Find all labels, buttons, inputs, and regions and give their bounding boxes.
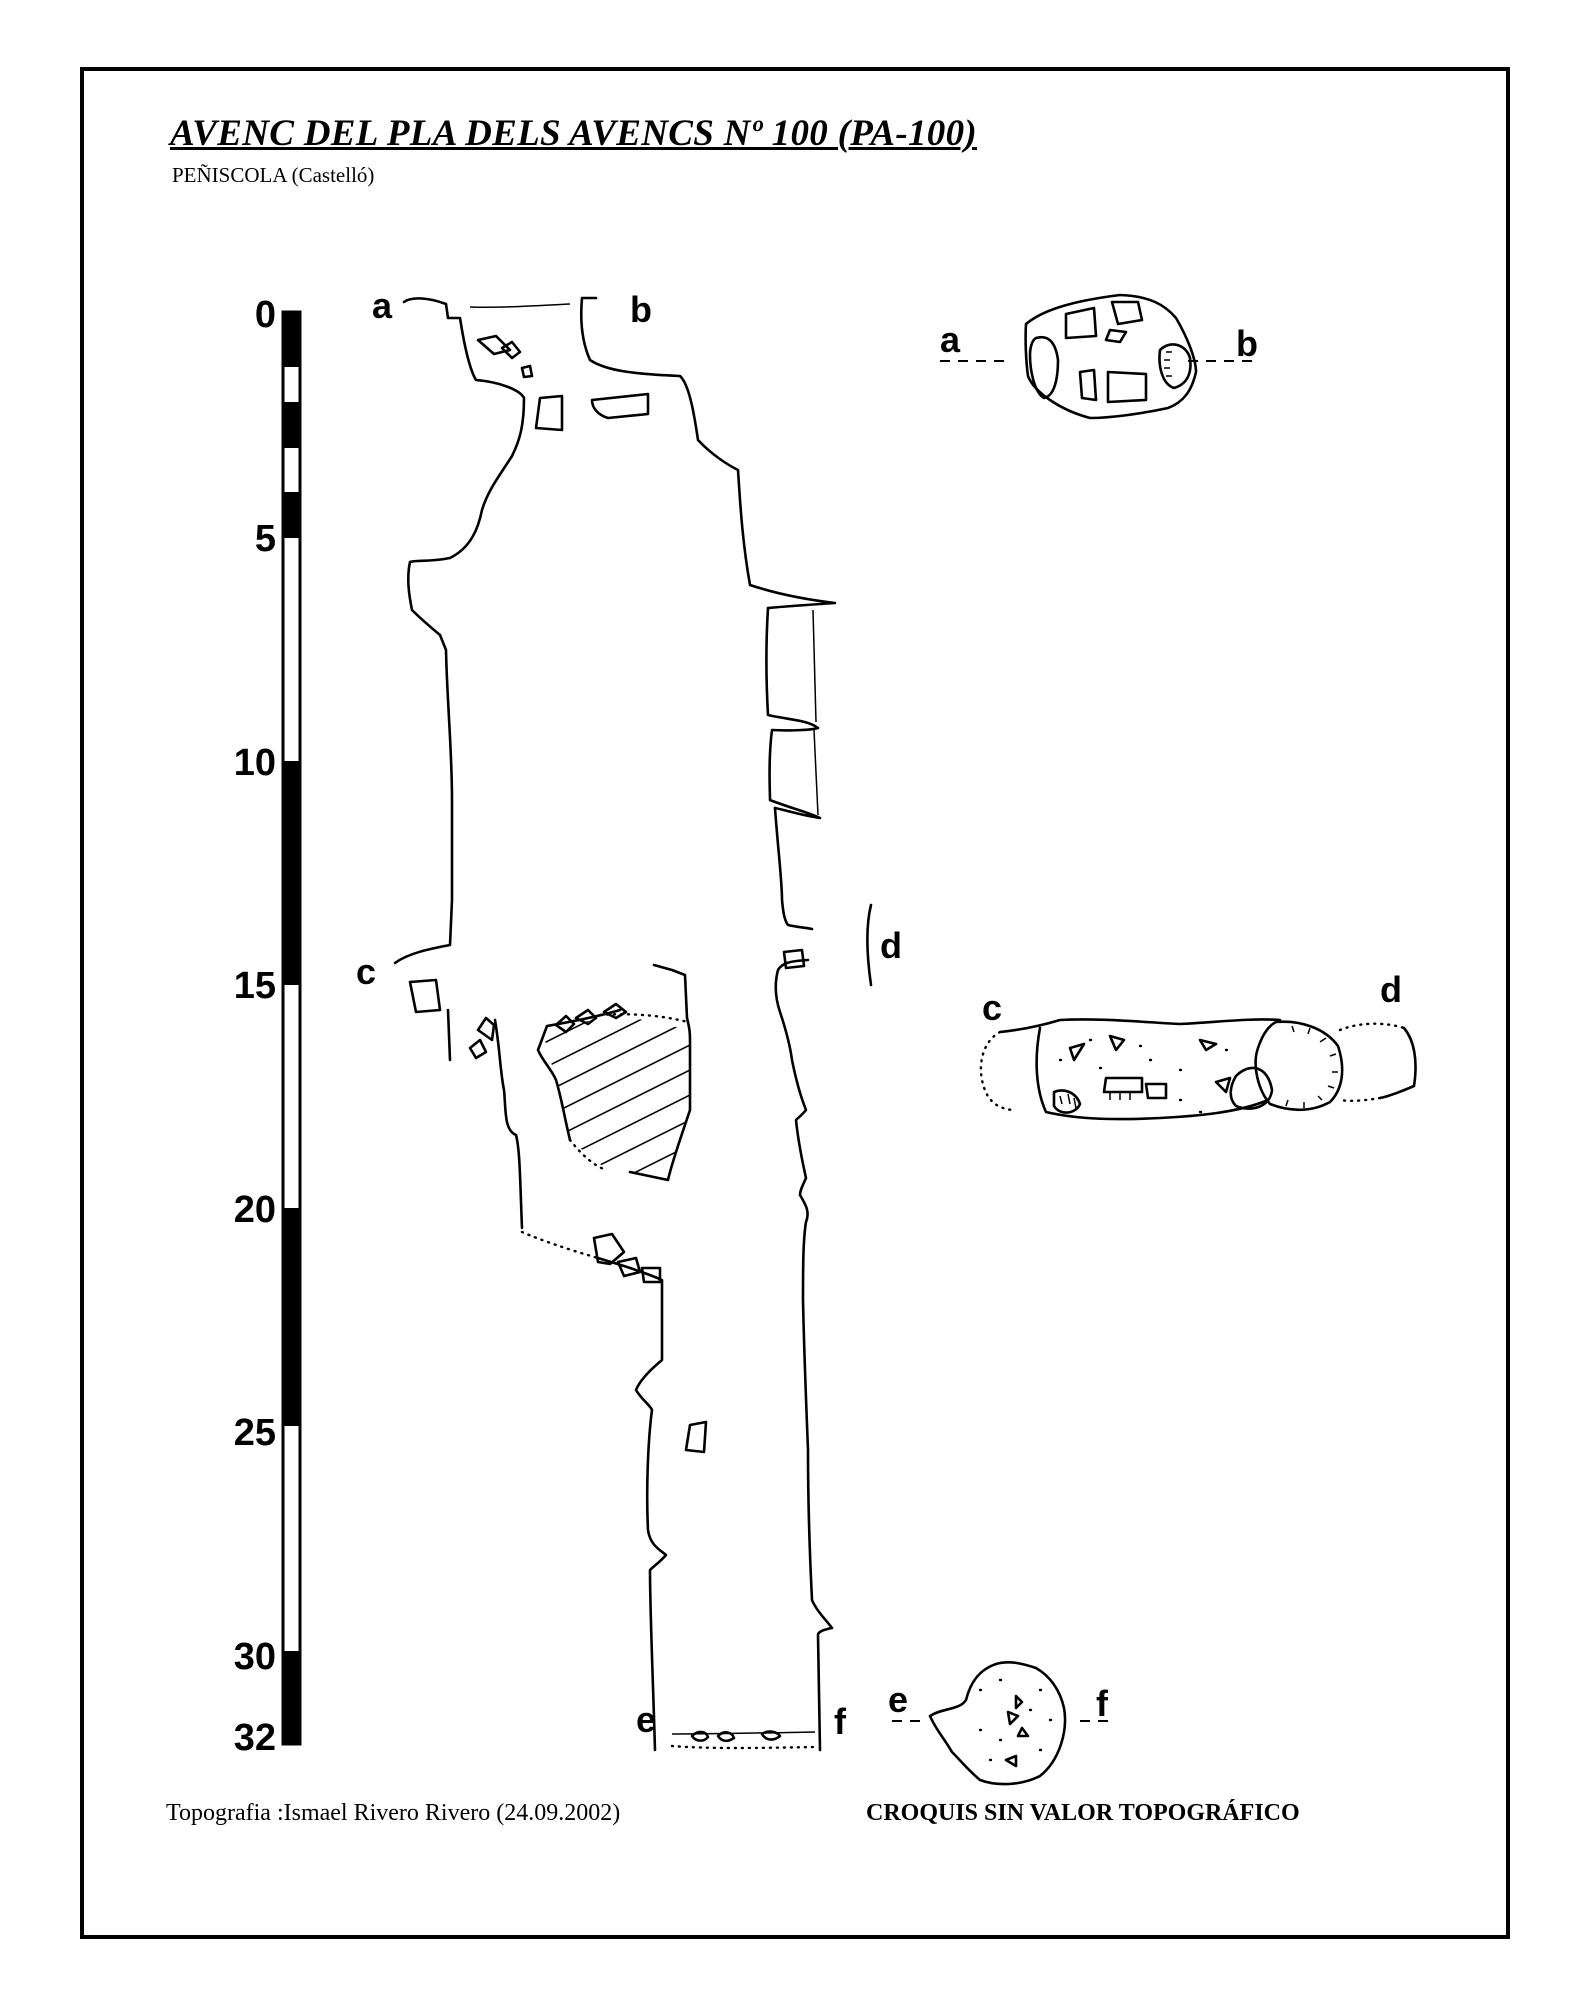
cross-section-ef <box>892 1661 1110 1786</box>
section-label-f: f <box>834 1701 847 1742</box>
section-label-a: a <box>372 285 393 326</box>
scale-tick-label: 0 <box>255 294 276 336</box>
scale-tick-label: 20 <box>234 1189 276 1231</box>
scale-tick-label: 10 <box>234 742 276 784</box>
section-label-d: d <box>880 925 902 966</box>
drawing-frame <box>80 67 1510 1939</box>
section-labels: a b a b c d c d e f e f <box>356 285 1402 1742</box>
survey-credit: Topografia :Ismael Rivero Rivero (24.09.… <box>166 1800 621 1826</box>
section-label-b: b <box>630 289 652 330</box>
cross-section-ab <box>940 293 1260 420</box>
section-label-b-plan: b <box>1236 323 1258 364</box>
section-label-c: c <box>356 951 376 992</box>
section-label-a-plan: a <box>940 319 961 360</box>
cross-section-cd <box>979 1018 1417 1121</box>
shaft-profile <box>393 296 873 1752</box>
scale-tick-label: 25 <box>234 1412 276 1454</box>
depth-scale-bar <box>281 310 302 1746</box>
scale-tick-label: 5 <box>255 518 276 560</box>
scale-tick-label: 15 <box>234 965 276 1007</box>
scale-tick-label: 30 <box>234 1636 276 1678</box>
section-label-d-plan: d <box>1380 969 1402 1010</box>
survey-title: AVENC DEL PLA DELS AVENCS Nº 100 (PA-100… <box>170 113 977 154</box>
section-label-e-plan: e <box>888 1679 908 1720</box>
survey-note: CROQUIS SIN VALOR TOPOGRÁFICO <box>866 1800 1300 1826</box>
section-label-c-plan: c <box>982 987 1002 1028</box>
section-label-f-plan: f <box>1096 1683 1109 1724</box>
section-label-e: e <box>636 1699 656 1740</box>
scale-tick-label: 32 <box>234 1717 276 1759</box>
depth-scale-labels: 0 5 10 15 20 25 30 32 <box>234 294 276 1759</box>
survey-location: PEÑISCOLA (Castelló) <box>172 163 375 187</box>
